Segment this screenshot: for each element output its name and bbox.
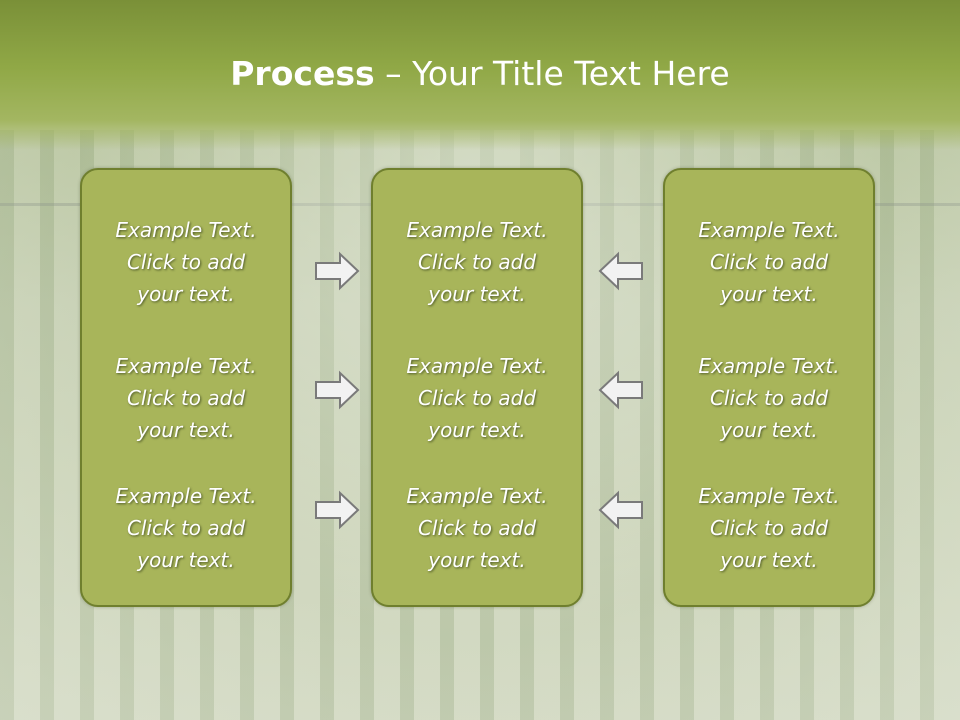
- text-placeholder[interactable]: Example Text. Click to add your text.: [406, 484, 548, 572]
- text-placeholder[interactable]: Example Text. Click to add your text.: [698, 218, 840, 306]
- slide-title[interactable]: Process – Your Title Text Here: [0, 54, 960, 93]
- arrow-left-icon[interactable]: [597, 370, 645, 410]
- arrow-right-icon[interactable]: [313, 370, 361, 410]
- text-placeholder[interactable]: Example Text. Click to add your text.: [698, 354, 840, 442]
- arrow-right-icon[interactable]: [313, 251, 361, 291]
- process-box-center[interactable]: Example Text. Click to add your text. Ex…: [371, 168, 583, 607]
- process-box-left[interactable]: Example Text. Click to add your text. Ex…: [80, 168, 292, 607]
- text-placeholder[interactable]: Example Text. Click to add your text.: [698, 484, 840, 572]
- text-placeholder[interactable]: Example Text. Click to add your text.: [115, 484, 257, 572]
- arrow-right-icon[interactable]: [313, 490, 361, 530]
- text-placeholder[interactable]: Example Text. Click to add your text.: [406, 218, 548, 306]
- process-box-right[interactable]: Example Text. Click to add your text. Ex…: [663, 168, 875, 607]
- arrow-left-icon[interactable]: [597, 490, 645, 530]
- title-rest: – Your Title Text Here: [374, 54, 730, 93]
- title-band: [0, 0, 960, 150]
- text-placeholder[interactable]: Example Text. Click to add your text.: [406, 354, 548, 442]
- text-placeholder[interactable]: Example Text. Click to add your text.: [115, 218, 257, 306]
- title-bold: Process: [230, 54, 375, 93]
- text-placeholder[interactable]: Example Text. Click to add your text.: [115, 354, 257, 442]
- arrow-left-icon[interactable]: [597, 251, 645, 291]
